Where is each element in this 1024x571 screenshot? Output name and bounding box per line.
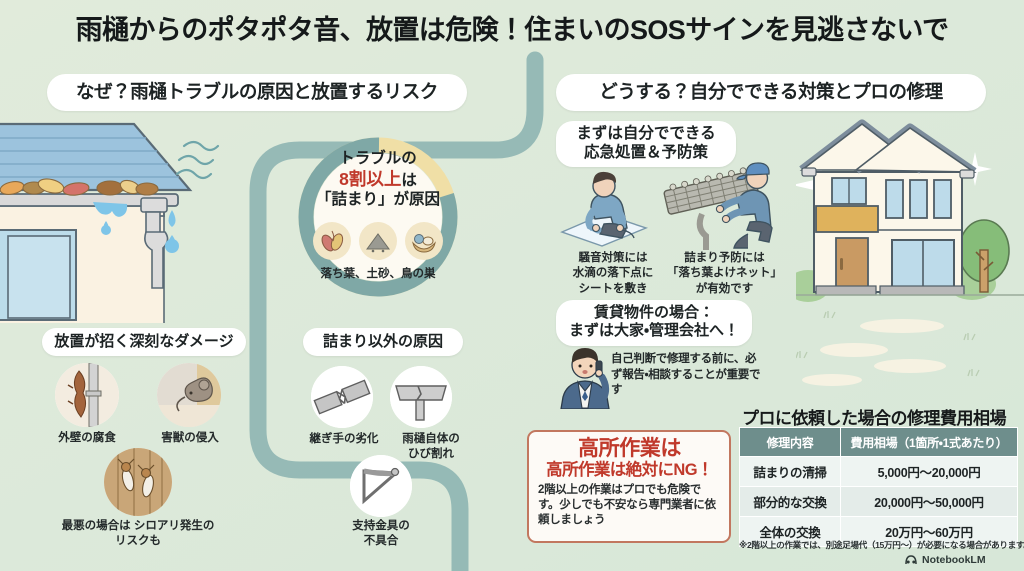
table-cell-item-0: 詰まりの清掃 (739, 456, 841, 487)
diy-heading: まずは自分でできる 応急処置＆予防策 (556, 121, 736, 167)
bird-nest-icon (405, 222, 443, 260)
warning-line-1: 高所作業は (578, 437, 681, 460)
rental-body-text: 自己判断で修理する前に、必ず報告・相談することが重要です (611, 353, 761, 397)
notebooklm-logo-icon (905, 554, 917, 564)
page-title: 雨樋からのポタポタ音、放置は危険！住まいのSOSサインを見逃さないで (75, 15, 949, 45)
wall-corrosion-icon (55, 363, 119, 427)
donut-line-2: 8割以上は (309, 169, 447, 191)
donut-center-text: トラブルの 8割以上は 「詰まり」が原因 (309, 150, 447, 210)
watermark-label: NotebookLM (922, 554, 986, 566)
table-header-1: 費用相場（1箇所・1式あたり） (840, 427, 1018, 457)
damage-caption-1: 害獣の侵入 (161, 432, 219, 444)
notebooklm-watermark: NotebookLM (905, 554, 986, 566)
table-row: 全体の交換 20万円〜60万円 (739, 516, 1018, 547)
table-cell-price-0: 5,000円〜20,000円 (840, 456, 1018, 487)
worker-laying-sheet-illustration (560, 171, 649, 247)
damage-caption-2: 最悪の場合は シロアリ発生のリスクも (61, 520, 215, 547)
warning-line-2: 高所作業は絶対にNG！ (546, 461, 713, 480)
bracket-failure-icon (350, 455, 412, 517)
table-cell-item-1: 部分的な交換 (739, 486, 841, 517)
gutter-crack-icon (390, 366, 452, 428)
joint-deterioration-icon (311, 366, 373, 428)
damage-heading: 放置が招く深刻なダメージ (42, 328, 246, 356)
donut-percent: 8割以上 (339, 168, 402, 189)
rodent-intrusion-icon (157, 363, 221, 427)
price-table-title: プロに依頼した場合の修理費用相場 (742, 409, 1007, 428)
warning-body: 2階以上の作業はプロでも危険です。少しでも不安なら専門業者に依頼しましょう (538, 484, 716, 526)
sediment-icon (359, 222, 397, 260)
businessman-phone-illustration (560, 348, 610, 409)
clog-cause-icons (313, 222, 443, 260)
donut-line-2-tail: は (401, 171, 417, 189)
clog-cause-caption: 落ち葉、土砂、鳥の巣 (320, 268, 436, 280)
table-cell-item-2: 全体の交換 (739, 516, 841, 547)
termite-icon (104, 448, 172, 516)
table-row: 詰まりの清掃 5,000円〜20,000円 (739, 456, 1018, 487)
clogged-gutter-illustration (0, 122, 220, 323)
donut-line-1: トラブルの (339, 150, 417, 167)
healthy-house-illustration (796, 119, 1024, 386)
other-caption-1: 雨樋自体の ひび割れ (402, 433, 460, 460)
diy-caption-0: 騒音対策には 水滴の落下点に シートを敷き (572, 252, 654, 295)
section-pill-solutions: どうする？自分でできる対策とプロの修理 (556, 74, 986, 111)
other-causes-heading: 詰まり以外の原因 (303, 328, 463, 356)
table-row: 部分的な交換 20,000円〜50,000円 (739, 486, 1018, 517)
other-caption-0: 継ぎ手の劣化 (309, 433, 379, 445)
high-work-warning-box: 高所作業は 高所作業は絶対にNG！ 2階以上の作業はプロでも危険です。少しでも不… (527, 430, 731, 543)
fallen-leaves-icon (313, 222, 351, 260)
other-caption-2: 支持金具の 不具合 (352, 520, 410, 547)
price-table-footnote: ※2階以上の作業では、別途足場代（15万円〜）が必要になる場合があります。 (739, 540, 1024, 550)
repair-cost-table: 修理内容 費用相場（1箇所・1式あたり） 詰まりの清掃 5,000円〜20,00… (739, 427, 1018, 547)
table-header-row: 修理内容 費用相場（1箇所・1式あたり） (739, 427, 1018, 457)
rental-heading: 賃貸物件の場合： まずは大家・管理会社へ！ (556, 300, 752, 346)
table-header-0: 修理内容 (739, 427, 841, 457)
worker-installing-net-illustration (663, 162, 773, 250)
table-cell-price-1: 20,000円〜50,000円 (840, 486, 1018, 517)
table-cell-price-2: 20万円〜60万円 (840, 516, 1018, 547)
donut-line-3: 「詰まり」が原因 (315, 190, 440, 208)
damage-caption-0: 外壁の腐食 (58, 432, 116, 444)
diy-caption-1: 詰まり予防には 「落ち葉よけネット」 が有効です (667, 252, 782, 295)
section-pill-causes: なぜ？雨樋トラブルの原因と放置するリスク (47, 74, 467, 111)
